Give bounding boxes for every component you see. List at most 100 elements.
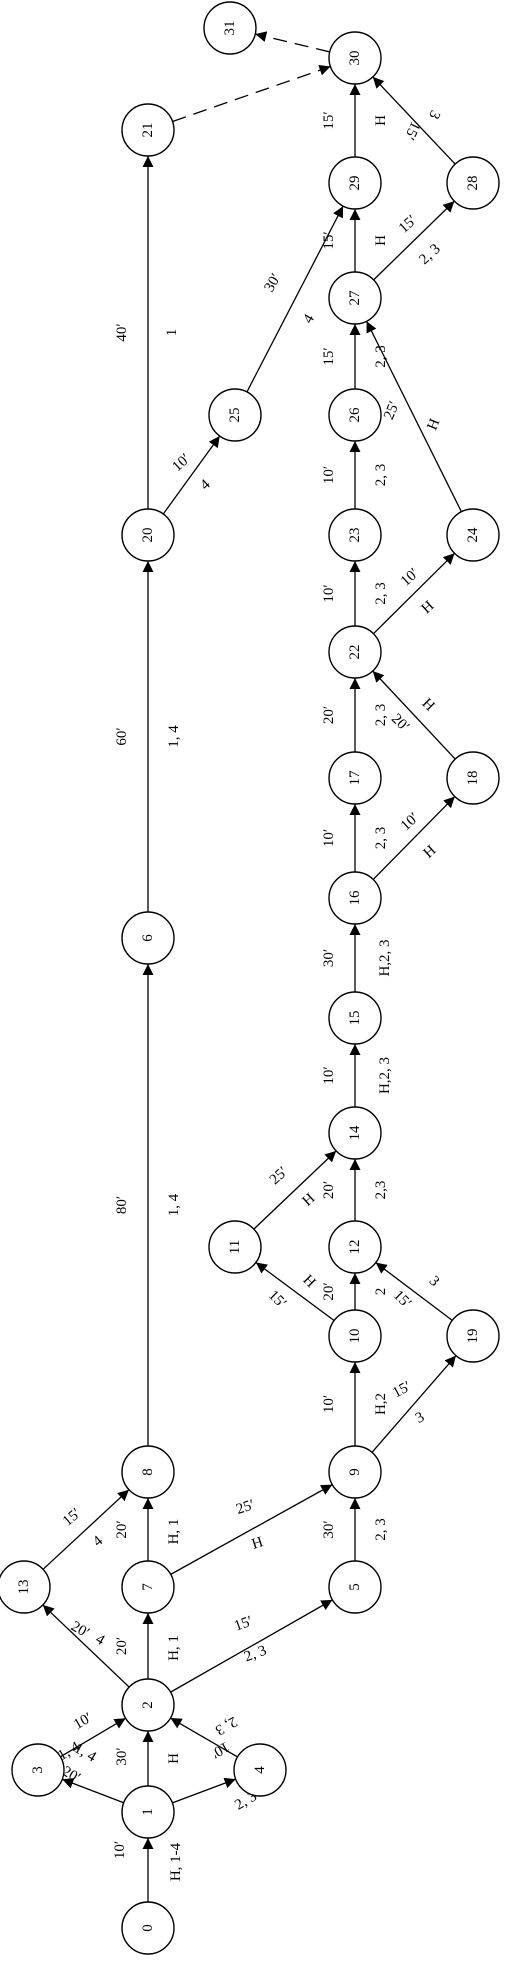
node-label: 22 (347, 645, 363, 660)
edge-duration-label: 10′ (321, 1066, 337, 1084)
edge-resource-label: 4 (93, 1631, 108, 1649)
node-31: 31 (203, 1, 257, 55)
node-label: 3 (30, 1766, 46, 1774)
node-7: 7 (121, 1560, 175, 1614)
edge-duration-label: 15′ (321, 347, 337, 365)
node-circle (328, 271, 382, 325)
node-circle (328, 871, 382, 925)
edge-resource-label: 1, 4 (166, 725, 182, 748)
edge-duration-label: 15′ (265, 1287, 289, 1311)
edge-resource-label: 2 (373, 1288, 389, 1296)
node-circle (233, 1743, 287, 1797)
node-circle (121, 103, 175, 157)
node-circle (121, 1560, 175, 1614)
node-circle (121, 1445, 175, 1499)
edge-duration-label: 20′ (321, 1282, 337, 1300)
edge-resource-label: H, 1-4 (168, 1842, 184, 1881)
edge-duration-label: 20′ (68, 1619, 92, 1642)
node-label: 2 (140, 1701, 156, 1709)
edge-16-18 (372, 796, 456, 880)
edge-resource-label: 2, 3 (373, 1518, 389, 1541)
edge-resource-label: 2, 3 (416, 241, 443, 268)
node-label: 13 (16, 1580, 32, 1595)
node-label: 30 (347, 51, 363, 66)
node-29: 29 (328, 156, 382, 210)
node-circle (203, 1, 257, 55)
node-0: 0 (121, 1901, 175, 1955)
edge-resource-label: 2, 3 (373, 827, 389, 850)
edge-resource-label: H,2, 3 (377, 939, 393, 976)
edge-resource-label: 3 (413, 1409, 427, 1427)
edge-30-31 (255, 31, 330, 53)
node-label: 21 (140, 123, 156, 138)
node-circle (328, 508, 382, 562)
edge-2-5 (170, 1599, 333, 1693)
edge-18-22 (372, 670, 456, 760)
node-10: 10 (328, 1309, 382, 1363)
edge-resource-label: H (419, 598, 438, 617)
node-label: 6 (140, 934, 156, 942)
edge-1-3 (62, 1778, 124, 1804)
edge-duration-label: 15′ (396, 212, 420, 236)
node-label: 10 (347, 1329, 363, 1344)
edge-resource-label: 4 (300, 311, 318, 326)
edge-resource-label: 1 (164, 329, 180, 337)
node-21: 21 (121, 103, 175, 157)
edge-resource-label: 4 (90, 1533, 106, 1550)
node-28: 28 (446, 156, 500, 210)
node-label: 29 (347, 176, 363, 191)
edge-duration-label: 15′ (390, 1379, 414, 1402)
node-label: 7 (140, 1583, 156, 1591)
edge-labels-layer: 10′H, 1-430′H20′1, 420′2, 310′1, 410′2, … (55, 108, 443, 1881)
edge-resource-label: 4 (197, 476, 214, 493)
node-label: 14 (347, 1125, 363, 1141)
edge-duration-label: 20′ (321, 706, 337, 724)
node-label: 18 (465, 771, 481, 786)
node-label: 27 (347, 290, 363, 306)
node-14: 14 (328, 1106, 382, 1160)
node-11: 11 (208, 1220, 262, 1274)
edge-9-19 (371, 1355, 457, 1453)
edge-resource-label: H (421, 842, 440, 861)
node-circle (11, 1743, 65, 1797)
node-circle (328, 1106, 382, 1160)
edge-resource-label: H,2, 3 (377, 1057, 393, 1094)
node-label: 25 (227, 408, 243, 423)
node-1: 1 (121, 1785, 175, 1839)
edge-duration-label: 20′ (114, 1520, 130, 1538)
edge-duration-label: 10′ (112, 1841, 128, 1859)
edge-resource-label: H (300, 1190, 319, 1209)
edge-duration-label: 10′ (71, 1710, 95, 1733)
node-4: 4 (233, 1743, 287, 1797)
edge-11-14 (253, 1150, 337, 1230)
edge-resource-label: H, 1 (166, 1519, 182, 1545)
edge-duration-label: 10′ (321, 829, 337, 847)
node-19: 19 (446, 1309, 500, 1363)
edge-duration-label: 20′ (321, 1181, 337, 1199)
edge-resource-label: H (373, 235, 389, 246)
edge-resource-label: 1, 4 (166, 1193, 182, 1216)
edge-duration-label: 25′ (234, 1497, 256, 1518)
node-circle (121, 911, 175, 965)
node-circle (328, 31, 382, 85)
node-23: 23 (328, 508, 382, 562)
node-13: 13 (0, 1560, 51, 1614)
edge-duration-label: 25′ (267, 1164, 291, 1188)
edge-duration-label: 30′ (321, 949, 337, 967)
node-circle (208, 388, 262, 442)
node-circle (328, 1309, 382, 1363)
edge-resource-label: H (373, 115, 389, 126)
edge-resource-label: H (419, 696, 438, 715)
node-circle (208, 1220, 262, 1274)
node-circle (328, 388, 382, 442)
node-circle (446, 1309, 500, 1363)
edge-duration-label: 15′ (232, 1613, 255, 1634)
node-label: 23 (347, 528, 363, 543)
node-circle (328, 156, 382, 210)
edge-resource-label: 2, 3 (373, 464, 389, 487)
edge-duration-label: 10′ (321, 466, 337, 484)
edge-resource-label: H,2 (373, 1393, 389, 1415)
edge-resource-label: 2, 3 (373, 345, 389, 368)
node-label: 1 (140, 1808, 156, 1816)
node-circle (121, 1785, 175, 1839)
